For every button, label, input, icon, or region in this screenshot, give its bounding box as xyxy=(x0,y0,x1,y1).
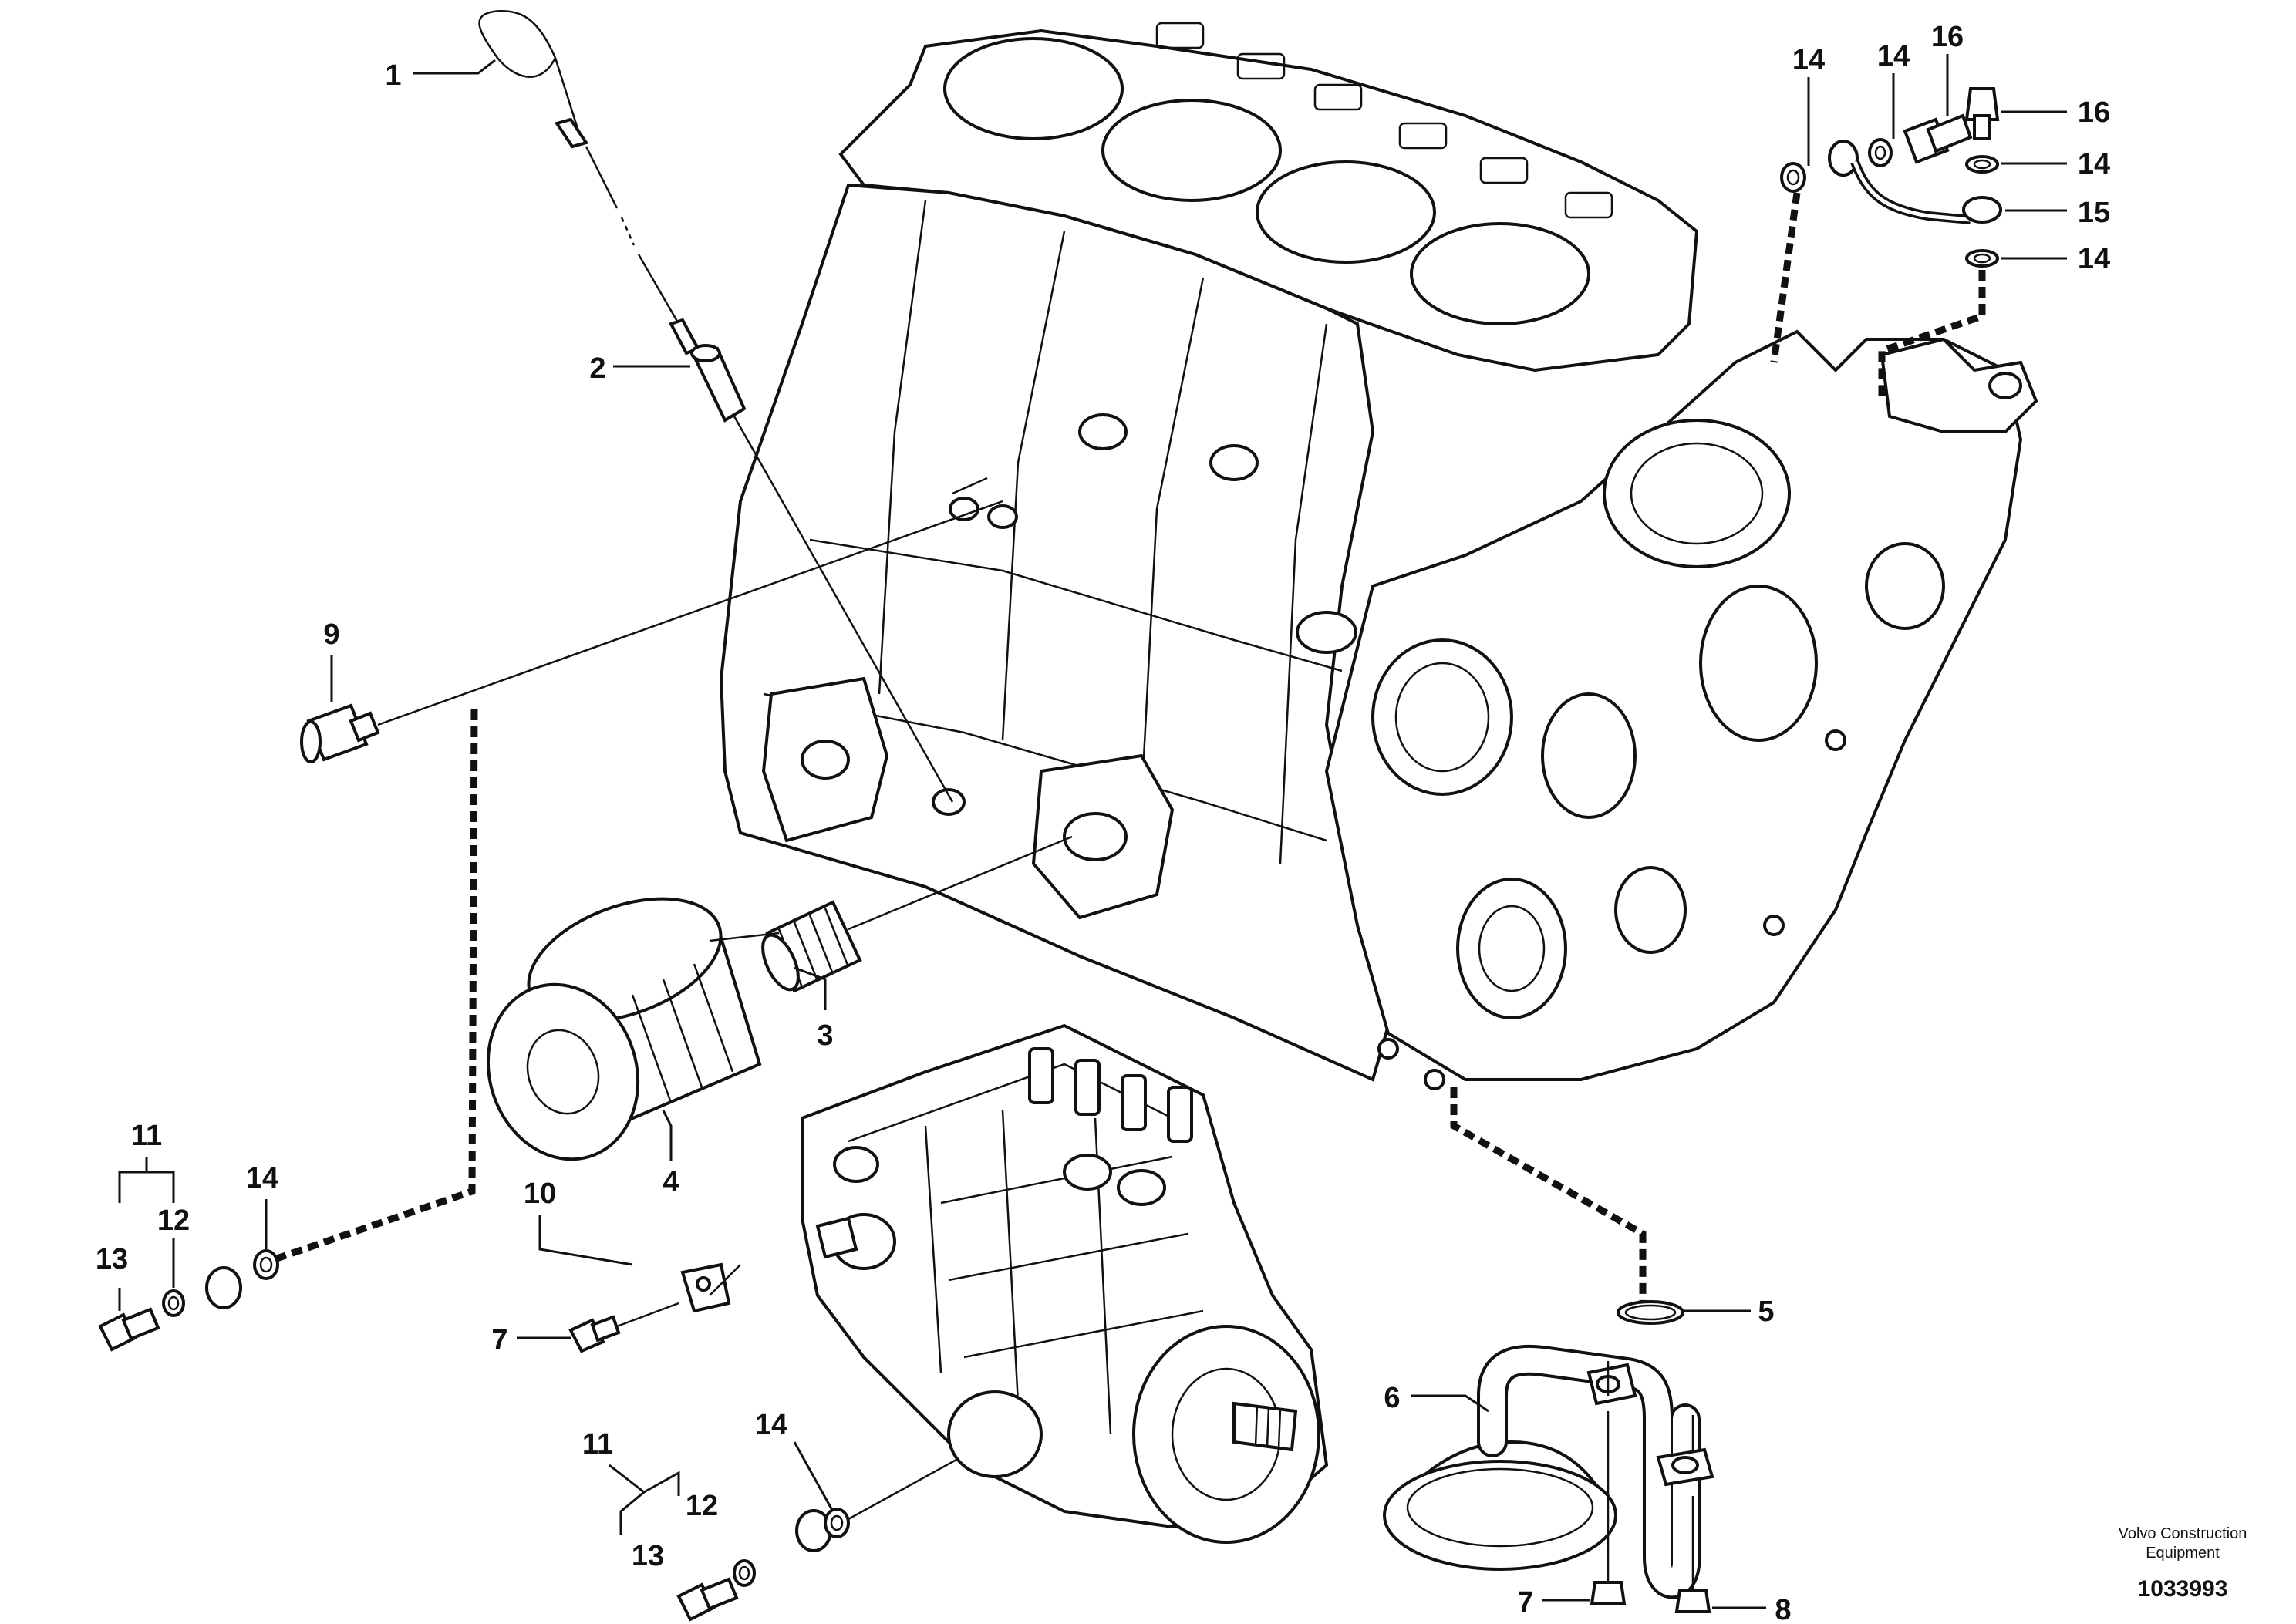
banjo-bolt-16b xyxy=(1964,87,2000,121)
callout-labels: 1 2 3 4 5 6 7 7 8 9 10 11 11 12 12 13 13… xyxy=(96,21,2110,1624)
sealing-washer-14 xyxy=(253,1249,279,1280)
leader-lines xyxy=(118,54,2067,1609)
callout-15: 15 xyxy=(2078,197,2110,229)
strainer-bolt-7 xyxy=(1590,1581,1627,1605)
dipstick-guide-tube xyxy=(690,344,954,803)
document-number: 1033993 xyxy=(2138,1576,2228,1602)
sealing-washer-14d xyxy=(1868,138,1893,167)
credit-line-2: Equipment xyxy=(2146,1545,2220,1562)
callout-14-pump: 14 xyxy=(755,1409,787,1441)
filter-nipple xyxy=(761,835,1073,993)
banjo-fitting-upper xyxy=(1828,140,1859,177)
callout-9: 9 xyxy=(323,618,339,651)
callout-14-right-a: 14 xyxy=(2078,148,2110,180)
cylinder-bore-1 xyxy=(943,37,1124,140)
oil-pressure-switch xyxy=(300,477,1003,763)
assembly-dashed-lines xyxy=(268,192,1986,1303)
sealing-washer-12b xyxy=(733,1559,756,1587)
oil-pipe-upper xyxy=(1780,87,2002,268)
callout-3: 3 xyxy=(817,1019,833,1052)
cylinder-bore-4 xyxy=(1410,222,1590,325)
washers-and-bolts-lower xyxy=(98,1249,1003,1622)
cylinder-bore-3 xyxy=(1256,160,1436,264)
gear-case-housing xyxy=(1324,329,2038,1090)
strainer-screen xyxy=(1383,1460,1617,1571)
callout-13-lower: 13 xyxy=(632,1540,664,1572)
strainer-bolt-8 xyxy=(1674,1589,1711,1613)
callout-10: 10 xyxy=(524,1178,556,1210)
oil-pipe-lower xyxy=(205,1261,832,1552)
sealing-washer-14e xyxy=(1965,155,1999,174)
oil-filter xyxy=(486,897,780,1161)
callout-14-right-b: 14 xyxy=(2078,243,2110,275)
callout-13-upper: 13 xyxy=(96,1243,128,1275)
dipstick xyxy=(478,10,700,355)
sealing-washer-14f xyxy=(1965,249,1999,268)
callout-12-lower: 12 xyxy=(686,1490,718,1522)
banjo-fitting-left xyxy=(205,1266,242,1309)
callout-16-top: 16 xyxy=(1931,21,1964,53)
sealing-washer-14c xyxy=(1780,162,1806,193)
callout-6: 6 xyxy=(1384,1382,1400,1414)
sealing-washer-14b xyxy=(824,1508,850,1538)
callout-4: 4 xyxy=(663,1166,679,1198)
callout-7-pipe-clamp: 7 xyxy=(491,1324,507,1356)
callout-7-strainer: 7 xyxy=(1517,1586,1533,1619)
callout-1: 1 xyxy=(385,59,401,92)
callout-14-top-a: 14 xyxy=(1792,44,1825,76)
cylinder-bore-2 xyxy=(1101,99,1282,202)
callout-16-right: 16 xyxy=(2078,96,2110,129)
callout-12-upper: 12 xyxy=(157,1205,190,1237)
cylinder-block xyxy=(719,22,1699,1082)
credit-block: Volvo Construction Equipment 1033993 xyxy=(2119,1525,2247,1602)
fuel-injection-pump xyxy=(801,1023,1329,1544)
pump-shaft xyxy=(1232,1401,1298,1452)
callout-5: 5 xyxy=(1758,1295,1774,1328)
callout-14-lower-left: 14 xyxy=(246,1162,278,1194)
credit-line-1: Volvo Construction xyxy=(2119,1525,2247,1542)
banjo-fitting-15 xyxy=(1962,196,2002,224)
callout-11-upper: 11 xyxy=(131,1120,162,1152)
oil-strainer xyxy=(1383,1300,1714,1613)
callout-2: 2 xyxy=(589,352,605,385)
callout-14-top-b: 14 xyxy=(1877,40,1910,72)
callout-8: 8 xyxy=(1775,1594,1791,1624)
sealing-washer-12 xyxy=(162,1289,185,1317)
callout-11-lower: 11 xyxy=(582,1428,613,1461)
